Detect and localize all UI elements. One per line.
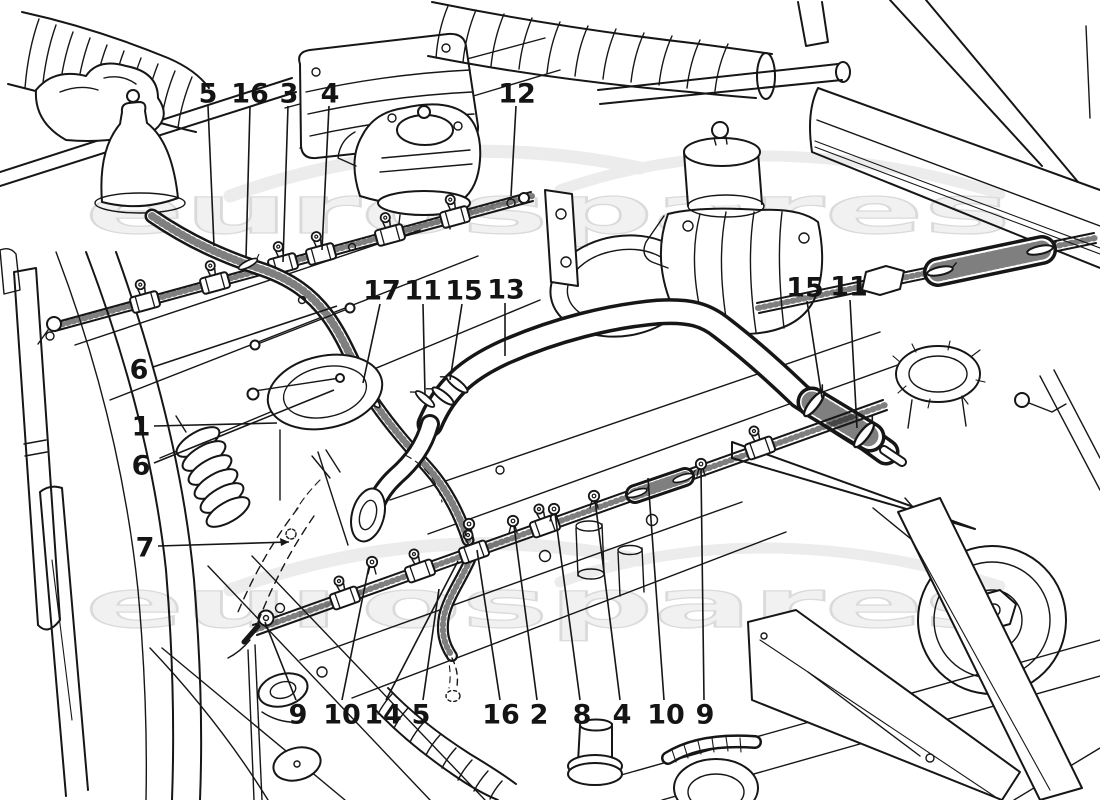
part-number-label: 10 (647, 700, 685, 731)
leader-line (153, 422, 278, 427)
lower-fuel-rail (227, 399, 888, 659)
part-number-label: 16 (231, 79, 269, 110)
leader-line (282, 105, 289, 263)
callout-10: 10 (647, 477, 685, 731)
leader-line (849, 299, 858, 429)
leader-line (207, 105, 215, 247)
part-number-label: 5 (199, 79, 218, 110)
part-number-label: 7 (136, 533, 155, 564)
leader-arrowhead (280, 538, 289, 546)
part-number-label: 5 (412, 700, 431, 731)
callout-16: 16 (476, 549, 520, 731)
part-number-label: 1 (132, 412, 151, 443)
leader-line (554, 512, 581, 701)
wheel-arch (0, 247, 269, 800)
bell-dome (94, 89, 186, 214)
part-number-label: 17 (363, 276, 401, 307)
left-cluster (175, 302, 443, 623)
callout-14: 14 (364, 560, 459, 731)
leader-line (422, 303, 426, 395)
part-number-label: 16 (482, 700, 520, 731)
fuel-hose (144, 208, 476, 703)
watermark-bottom: eurospares (84, 537, 1012, 644)
leader-line (245, 105, 251, 259)
part-number-label: 11 (830, 272, 868, 303)
part-number-label: 4 (613, 700, 632, 731)
bottom-right-assembly (747, 497, 1083, 800)
part-number-label: 10 (323, 700, 361, 731)
leader-line (153, 389, 335, 464)
leader-line (264, 621, 297, 701)
callout-11: 11 (830, 272, 868, 429)
part-number-label: 4 (321, 79, 340, 110)
callout-7: 7 (136, 533, 290, 564)
callout-13: 13 (487, 275, 525, 356)
leader-line (157, 541, 290, 547)
callout-5: 5 (199, 79, 218, 247)
upper-fuel-rail (37, 190, 535, 345)
bottom-left-covers (247, 644, 328, 800)
leader-line (594, 499, 621, 701)
leader-line (321, 105, 330, 251)
bellows-hose-icon (427, 1, 776, 100)
leader-line (449, 303, 463, 381)
part-number-label: 3 (280, 79, 299, 110)
part-number-label: 13 (487, 275, 525, 306)
callout-6: 6 (132, 389, 335, 482)
callout-15: 15 (445, 276, 483, 381)
leader-line (510, 105, 517, 197)
block-hardware (297, 242, 659, 597)
callout-9: 9 (264, 621, 308, 731)
leader-line (806, 300, 823, 399)
callout-2: 2 (513, 525, 549, 731)
callout-12: 12 (498, 79, 536, 197)
callout-15: 15 (786, 273, 824, 399)
leader-line (362, 303, 381, 384)
part-number-label: 12 (498, 79, 536, 110)
part-number-label: 11 (404, 276, 442, 307)
watermark-layer: eurospares eurospares (84, 144, 1012, 644)
fuel-pump (337, 103, 579, 287)
leader-line (385, 560, 459, 701)
leader-line (700, 469, 705, 701)
callout-11: 11 (404, 276, 442, 395)
callout-6: 6 (130, 305, 338, 386)
right-coupling-tube (755, 232, 1098, 314)
part-number-label: 6 (132, 451, 151, 482)
leader-line (152, 305, 338, 368)
leader-line (647, 477, 665, 701)
front-cover-ribs (59, 76, 137, 93)
part-number-label: 15 (445, 276, 483, 307)
callout-10: 10 (323, 565, 370, 731)
callout-5: 5 (412, 588, 440, 731)
part-number-label: 14 (364, 700, 402, 731)
part-number-label: 2 (530, 700, 549, 731)
callout-3: 3 (280, 79, 299, 263)
bottom-center-parts (371, 687, 762, 800)
callout-4: 4 (594, 499, 632, 731)
callout-17: 17 (362, 276, 401, 384)
watermark-swoosh (554, 150, 1006, 200)
part-number-label: 9 (696, 700, 715, 731)
part-number-label: 9 (289, 700, 308, 731)
leader-line (476, 549, 501, 701)
part-number-label: 6 (130, 355, 149, 386)
watermark-text: eurospares (85, 566, 1011, 643)
callout-9: 9 (696, 469, 715, 731)
part-number-label: 8 (573, 700, 592, 731)
leader-line (513, 525, 538, 701)
leader-line (422, 588, 440, 701)
leader-line (341, 565, 370, 701)
filler-cap (892, 340, 1067, 429)
part-number-label: 15 (786, 273, 824, 304)
callout-16: 16 (231, 79, 269, 259)
callout-8: 8 (554, 512, 592, 731)
watermark-swoosh (223, 537, 647, 597)
callout-1: 1 (132, 412, 278, 443)
callout-4: 4 (321, 79, 340, 251)
